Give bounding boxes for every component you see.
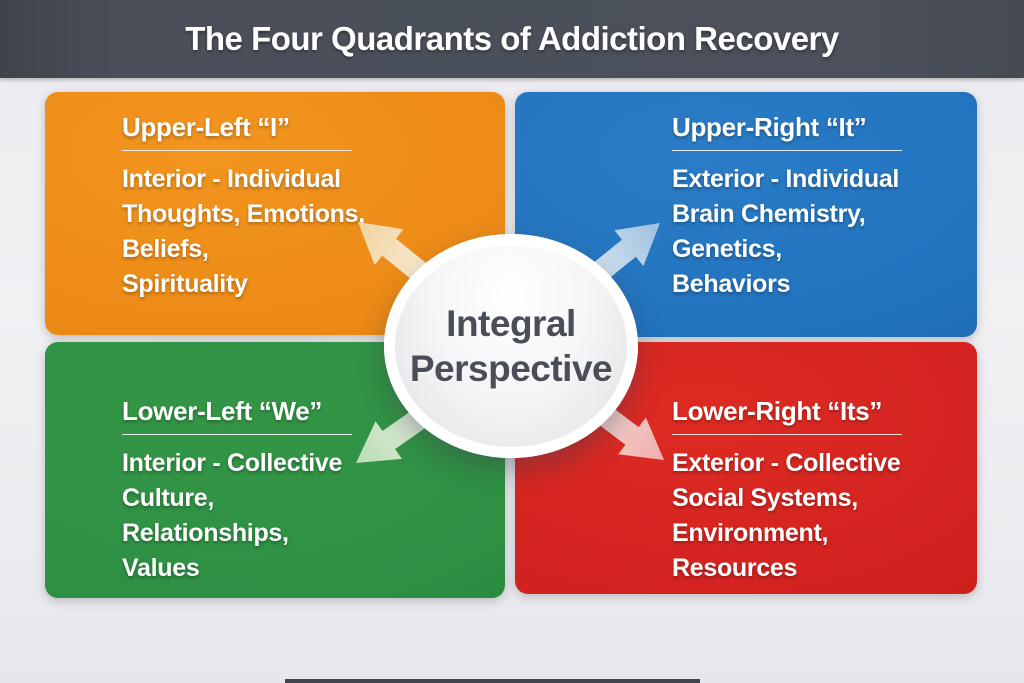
quadrant-lower-right: Lower-Right “Its” Exterior - Collective … (515, 342, 977, 594)
center-circle-text-line2: Perspective (409, 348, 613, 389)
quadrant-lower-right-body: Exterior - Collective Social Systems, En… (672, 446, 977, 586)
body-line: Environment, (672, 519, 829, 547)
quadrant-lower-right-content: Lower-Right “Its” Exterior - Collective … (515, 342, 977, 586)
body-line: Spirituality (122, 270, 248, 298)
title-underline (122, 434, 352, 435)
body-line: Exterior - Collective (672, 449, 901, 477)
quadrant-upper-left-body: Interior - Individual Thoughts, Emotions… (122, 162, 505, 302)
body-line: Interior - Individual (122, 165, 341, 193)
body-line: Values (122, 554, 200, 582)
body-line: Interior - Collective (122, 449, 343, 477)
body-line: Thoughts, Emotions, (122, 200, 365, 228)
quadrant-lower-right-title: Lower-Right “Its” (672, 396, 883, 426)
quadrant-upper-left-title: Upper-Left “I” (122, 112, 290, 142)
quadrant-upper-left: Upper-Left “I” Interior - Individual Tho… (45, 92, 505, 335)
title-underline (672, 434, 902, 435)
body-line: Culture, (122, 484, 215, 512)
body-line: Genetics, (672, 235, 782, 263)
title-bar: The Four Quadrants of Addiction Recovery (0, 0, 1024, 78)
title-underline (672, 150, 902, 151)
body-line: Beliefs, (122, 235, 209, 263)
quadrant-upper-right: Upper-Right “It” Exterior - Individual B… (515, 92, 977, 337)
quadrant-upper-right-content: Upper-Right “It” Exterior - Individual B… (515, 92, 977, 302)
quadrant-lower-left-title: Lower-Left “We” (122, 396, 323, 426)
body-line: Exterior - Individual (672, 165, 900, 193)
body-line: Resources (672, 554, 798, 582)
body-line: Social Systems, (672, 484, 858, 512)
bottom-edge-bar (285, 679, 700, 683)
body-line: Brain Chemistry, (672, 200, 866, 228)
title-underline (122, 150, 352, 151)
quadrant-lower-left-content: Lower-Left “We” Interior - Collective Cu… (45, 342, 505, 586)
quadrant-upper-left-content: Upper-Left “I” Interior - Individual Tho… (45, 92, 505, 302)
center-circle-text-line1: Integral (446, 303, 576, 344)
page-title: The Four Quadrants of Addiction Recovery (185, 20, 839, 57)
body-line: Relationships, (122, 519, 289, 547)
quadrant-lower-left-body: Interior - Collective Culture, Relations… (122, 446, 505, 586)
center-circle: Integral Perspective (384, 234, 638, 458)
quadrant-upper-right-title: Upper-Right “It” (672, 112, 867, 142)
body-line: Behaviors (672, 270, 791, 298)
quadrant-upper-right-body: Exterior - Individual Brain Chemistry, G… (672, 162, 977, 302)
